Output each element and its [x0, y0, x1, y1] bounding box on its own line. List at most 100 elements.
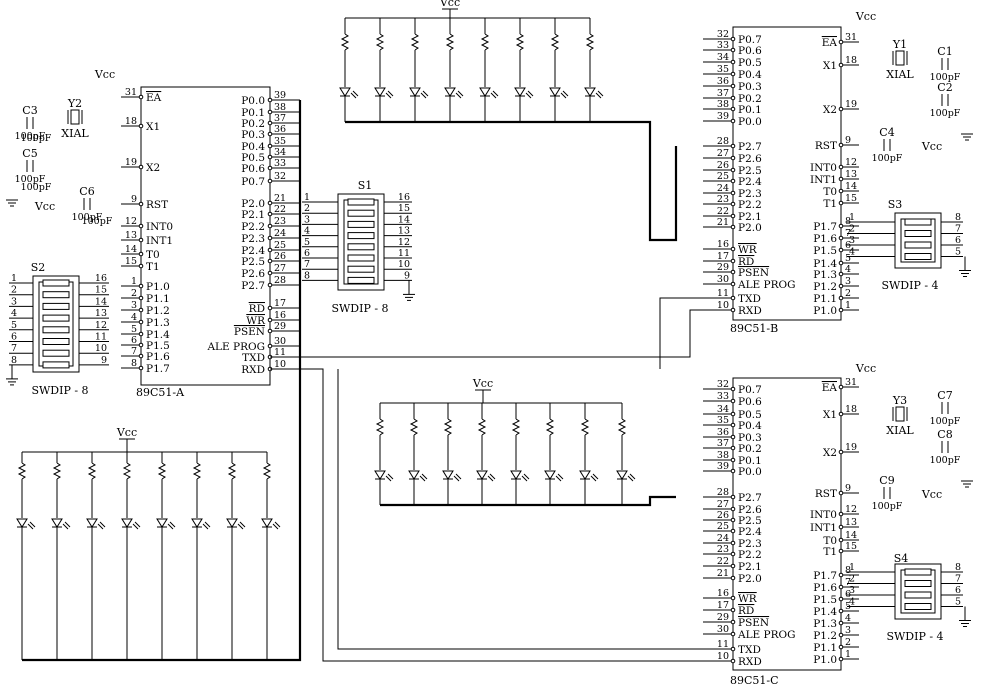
chip-c-body — [732, 377, 842, 671]
pin-dot — [730, 575, 736, 581]
switch-pin-number: 4 — [304, 226, 310, 237]
capacitor-name: C6 — [79, 185, 94, 198]
pin-dot — [838, 283, 844, 289]
resistor — [122, 462, 132, 480]
pin-dot — [838, 572, 844, 578]
pin-dot — [838, 260, 844, 266]
led-diode — [476, 470, 488, 480]
pin-dot — [267, 211, 273, 217]
pin-number: 13 — [845, 517, 857, 528]
resistor — [580, 418, 590, 436]
bus-top-to-b — [345, 120, 678, 242]
pin-label: P1.1 — [813, 293, 837, 305]
pin-dot — [838, 307, 844, 313]
pin-number: 17 — [717, 251, 729, 262]
pin-number: 21 — [717, 217, 729, 228]
resistor — [511, 418, 521, 436]
switch-lever — [347, 232, 375, 240]
switch-lever — [904, 580, 932, 587]
crystal-type: XIAL — [61, 127, 89, 140]
capacitor-value: 100pF — [872, 153, 903, 164]
pin-number: 39 — [717, 461, 729, 472]
pin-dot — [730, 143, 736, 149]
pin-dot — [730, 246, 736, 252]
switch-lever — [904, 241, 932, 249]
pin-number: 28 — [717, 136, 729, 147]
led-array-top: Vcc — [339, 0, 604, 122]
led-diode — [510, 470, 522, 480]
pin-label: P1.5 — [813, 245, 837, 257]
led-ray — [487, 475, 494, 482]
pin-number: 22 — [717, 556, 729, 567]
resistor — [340, 33, 350, 51]
pin-label: X2 — [146, 162, 160, 174]
pin-dot — [267, 178, 273, 184]
pin-dot — [138, 94, 144, 100]
pin-number: 4 — [131, 312, 137, 323]
pin-number: 27 — [274, 263, 286, 274]
chip-b-right-pins: 31EA18X119X29RST12INT013INT114T015T18P1.… — [810, 32, 859, 317]
led-ray — [555, 475, 562, 482]
crystal-name: Y2 — [67, 97, 82, 110]
pin-number: 18 — [125, 116, 137, 127]
switch-pin-number: 2 — [849, 224, 855, 235]
led-diode — [409, 87, 421, 97]
pin-dot — [730, 386, 736, 392]
pin-dot — [730, 269, 736, 275]
pin-dot — [267, 317, 273, 323]
pin-number: 26 — [274, 251, 286, 262]
pin-dot — [730, 190, 736, 196]
pin-label: WR — [246, 315, 266, 327]
pin-number: 5 — [131, 324, 137, 335]
vcc-label: Vcc — [94, 68, 115, 81]
pin-number: 26 — [717, 160, 729, 171]
pin-label: TXD — [242, 352, 265, 364]
pin-number: 21 — [274, 193, 286, 204]
pin-label: INT0 — [810, 162, 837, 174]
pin-number: 10 — [717, 651, 729, 662]
pin-number: 31 — [125, 87, 137, 98]
pin-label: X1 — [146, 121, 160, 133]
switch-pin-number: 15 — [398, 203, 410, 214]
pin-label: INT1 — [810, 522, 837, 534]
switch-pin-number: 1 — [849, 212, 855, 223]
pin-dot — [138, 295, 144, 301]
capacitor-value: 100pF — [930, 416, 961, 427]
switch-type: SWDIP - 8 — [31, 384, 88, 397]
pin-dot — [267, 200, 273, 206]
pin-label: ALE PROG — [737, 629, 796, 641]
vcc-label: Vcc — [855, 362, 876, 375]
switch-pin-number: 7 — [304, 259, 310, 270]
pin-number: 17 — [274, 298, 286, 309]
resistor — [477, 418, 487, 436]
pin-number: 29 — [717, 262, 729, 273]
pin-label: P0.0 — [241, 95, 265, 107]
pin-dot — [267, 120, 273, 126]
switch-pin-number: 8 — [955, 212, 961, 223]
pin-dot — [267, 258, 273, 264]
switch-pin-number: 4 — [11, 308, 17, 319]
pin-number: 38 — [717, 450, 729, 461]
pin-number: 39 — [274, 90, 286, 101]
switch-lever — [347, 265, 375, 273]
pin-number: 8 — [131, 358, 137, 369]
pin-number: 9 — [845, 135, 851, 146]
pin-number: 35 — [717, 415, 729, 426]
switch-pin-number: 14 — [95, 296, 107, 307]
led-diode — [51, 518, 63, 528]
pin-number: 19 — [125, 157, 137, 168]
pin-number: 34 — [274, 147, 286, 158]
switch-pin-number: 3 — [849, 585, 855, 596]
pin-dot — [730, 106, 736, 112]
pin-dot — [730, 494, 736, 500]
pin-number: 2 — [845, 637, 851, 648]
switch-name: S4 — [894, 552, 909, 565]
switch-pin-number: 10 — [398, 259, 410, 270]
pin-label: P2.5 — [738, 515, 762, 527]
pin-number: 31 — [845, 377, 857, 388]
pin-number: 37 — [717, 438, 729, 449]
